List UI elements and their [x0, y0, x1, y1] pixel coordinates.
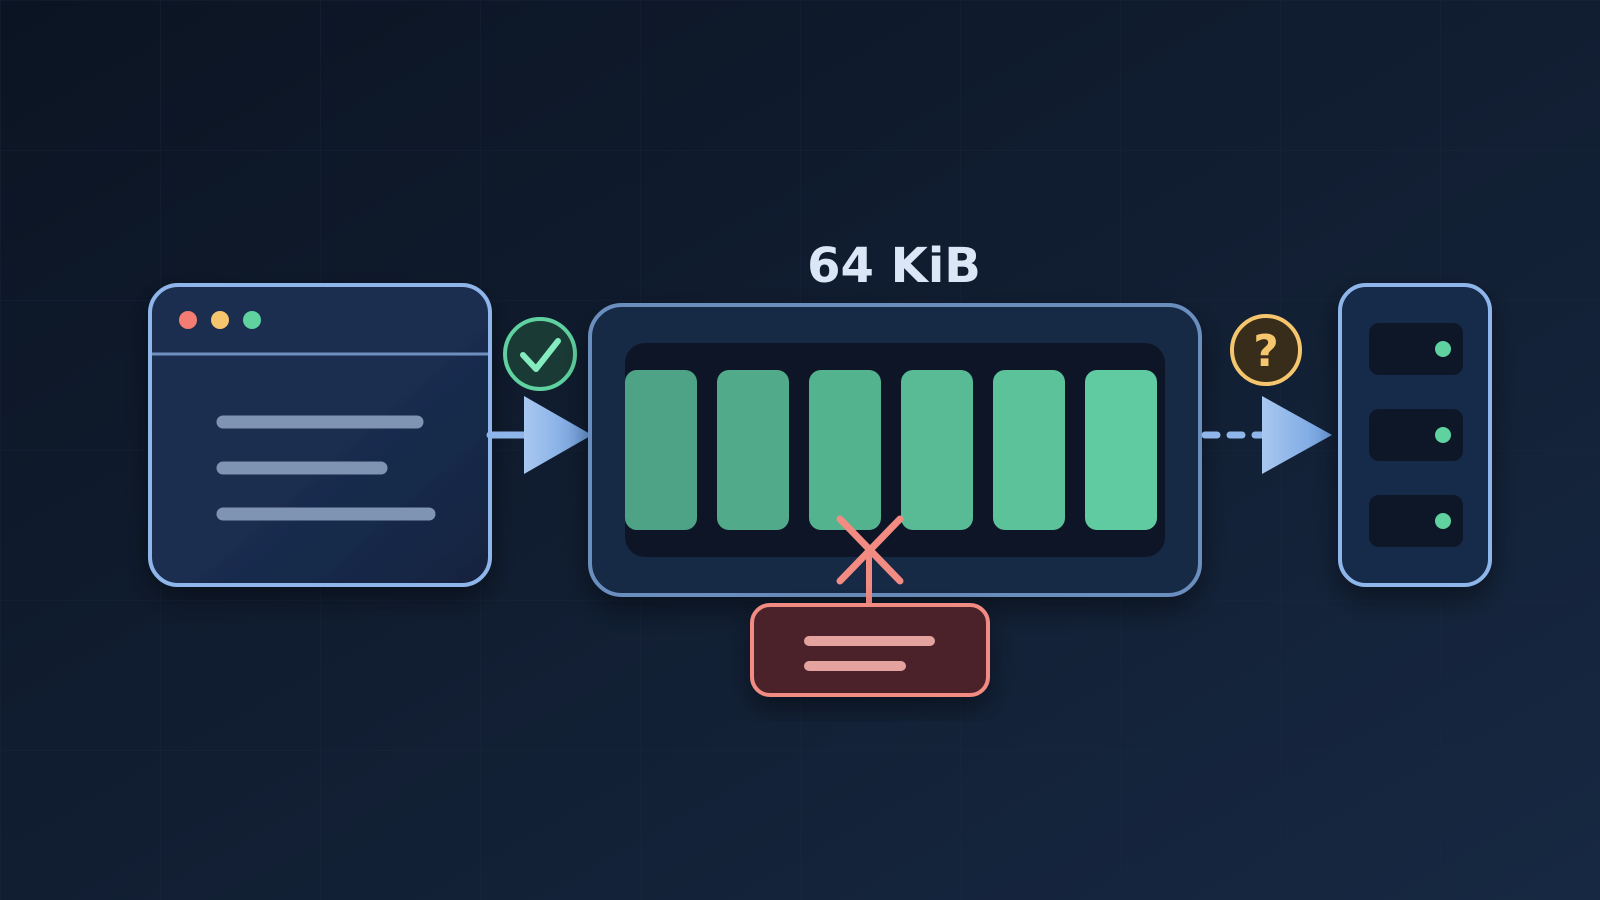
error-x-icon [836, 515, 904, 585]
buffer-chunk [1085, 370, 1157, 530]
server-status-light [1435, 427, 1451, 443]
buffer-chunk [717, 370, 789, 530]
buffer-chunk [809, 370, 881, 530]
server-status-light [1435, 513, 1451, 529]
rejected-message-box [750, 603, 990, 697]
client-window [148, 283, 492, 587]
window-maximize-dot [243, 311, 261, 329]
arrow-right-icon [1262, 396, 1332, 474]
server-status-light [1435, 341, 1451, 357]
server-unit [1369, 323, 1463, 375]
question-icon: ? [1230, 314, 1302, 386]
buffer-size-label: 64 KiB [807, 238, 981, 294]
buffer-chunks [625, 370, 1157, 530]
server-unit [1369, 495, 1463, 547]
check-icon [503, 317, 577, 391]
window-minimize-dot [211, 311, 229, 329]
server-unit [1369, 409, 1463, 461]
buffer-chunk [625, 370, 697, 530]
window-close-dot [179, 311, 197, 329]
question-glyph: ? [1253, 326, 1279, 377]
arrow-right-icon [524, 396, 592, 474]
buffer-chunk [993, 370, 1065, 530]
buffer-chunk [901, 370, 973, 530]
